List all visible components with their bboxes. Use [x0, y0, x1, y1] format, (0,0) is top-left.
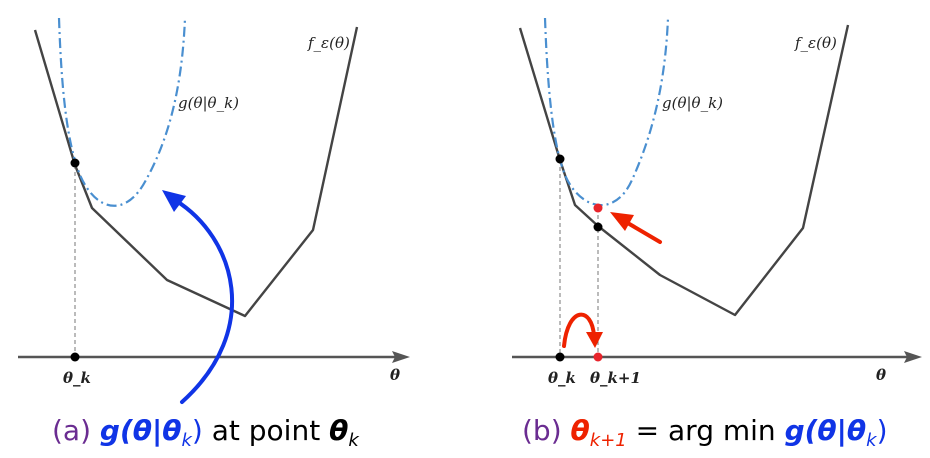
- theta-k-tick-label: θ_k: [548, 369, 576, 387]
- theta-k-point: [555, 352, 565, 362]
- blue-arrowhead: [162, 190, 186, 212]
- g-minimum-point: [593, 203, 603, 213]
- theta-k1-tick-label: θ_k+1: [590, 369, 641, 387]
- theta-axis-arrowhead: [904, 351, 922, 363]
- f-epsilon-curve: [33, 26, 359, 318]
- theta-k1-point: [593, 352, 603, 362]
- g-surrogate-curve: [543, 17, 670, 207]
- f-epsilon-label: f_ε(θ): [794, 34, 837, 52]
- f-epsilon-curve: [518, 24, 850, 317]
- caption-b: (b) θk+1 = arg min g(θ|θk): [522, 414, 888, 451]
- blue-arrow: [173, 198, 234, 404]
- theta-axis-arrowhead: [392, 351, 410, 363]
- red-hop-arrow: [562, 312, 596, 348]
- theta-k-tick-label: θ_k: [63, 369, 91, 387]
- theta-k-point: [70, 352, 80, 362]
- caption-a: (a) g(θ|θk) at point θk: [52, 414, 360, 451]
- red-hop-arrowhead: [586, 332, 603, 348]
- contact-point: [555, 154, 565, 164]
- panel-a: f_ε(θ) g(θ|θ_k) θ_k θ (a) g(θ|θk) at poi…: [18, 17, 410, 451]
- theta-axis-label: θ: [876, 366, 886, 384]
- contact-point: [70, 158, 80, 168]
- f-epsilon-label: f_ε(θ): [307, 34, 350, 52]
- panel-b: f_ε(θ) g(θ|θ_k) θ_k θ_k+1 θ (b) θk+1 = a…: [512, 17, 922, 451]
- g-label: g(θ|θ_k): [178, 94, 239, 112]
- g-surrogate-curve: [57, 17, 187, 207]
- red-pointer-arrow: [624, 220, 662, 244]
- theta-axis-label: θ: [390, 366, 400, 384]
- f-at-theta-k1-point: [593, 222, 603, 232]
- g-label: g(θ|θ_k): [662, 94, 723, 112]
- red-pointer-arrowhead: [610, 212, 634, 231]
